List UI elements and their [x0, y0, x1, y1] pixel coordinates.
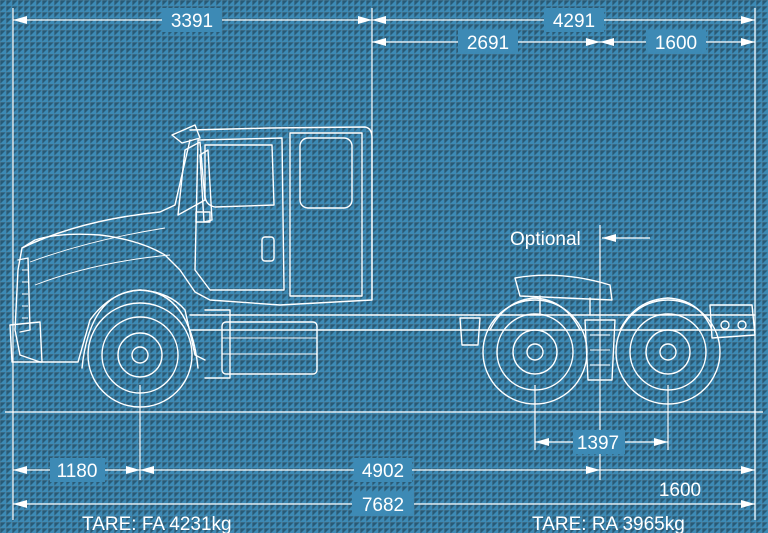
dim-tandem-spread: 1397 [535, 430, 668, 454]
front-fender [81, 289, 199, 369]
dim-front-overhang: 1180 [13, 458, 140, 482]
fuel-tank [221, 321, 318, 375]
label-tare-front: TARE: FA 4231kg [82, 514, 232, 533]
label-4291: 4291 [553, 11, 595, 32]
dim-cab-back-to-rear: 4291 [372, 8, 755, 32]
rear-wheel-2 [615, 299, 721, 405]
label-3391: 3391 [171, 11, 213, 32]
optional-marker: Optional [510, 229, 650, 250]
tare-labels: TARE: FA 4231kg TARE: RA 3965kg [82, 514, 685, 533]
dim-wheelbase: 4902 [140, 458, 600, 482]
rear-fender [489, 297, 581, 331]
label-tare-rear: TARE: RA 3965kg [532, 514, 685, 533]
label-7682: 7682 [362, 495, 404, 516]
windshield [177, 141, 206, 216]
sun-visor [171, 124, 201, 144]
label-1600-bottom: 1600 [659, 480, 701, 501]
tandem-suspension [459, 317, 616, 381]
door-outline [194, 137, 285, 291]
fifth-wheel [514, 274, 613, 301]
extension-lines [5, 8, 763, 520]
dim-rear-overhang: 1600 [600, 466, 755, 501]
bumper [9, 321, 43, 363]
label-2691: 2691 [467, 33, 509, 54]
door-handle [261, 236, 275, 262]
dim-cab-back-to-axle: 2691 [372, 30, 600, 54]
grille [17, 257, 31, 333]
truck-drawing [9, 124, 756, 379]
front-wheel [87, 302, 193, 408]
mirror [199, 149, 213, 223]
sleeper-window [299, 137, 353, 209]
label-1180: 1180 [57, 461, 98, 482]
hood-line [21, 139, 191, 249]
label-optional: Optional [510, 229, 581, 250]
door-window [204, 144, 275, 208]
dim-axle-to-rear-top: 1600 [600, 30, 755, 54]
label-4902: 4902 [362, 461, 404, 482]
label-1600-top: 1600 [655, 33, 697, 54]
dim-front-to-cab-back: 3391 [13, 8, 372, 32]
label-1397: 1397 [577, 433, 619, 454]
dim-overall-length: 7682 [13, 492, 755, 516]
